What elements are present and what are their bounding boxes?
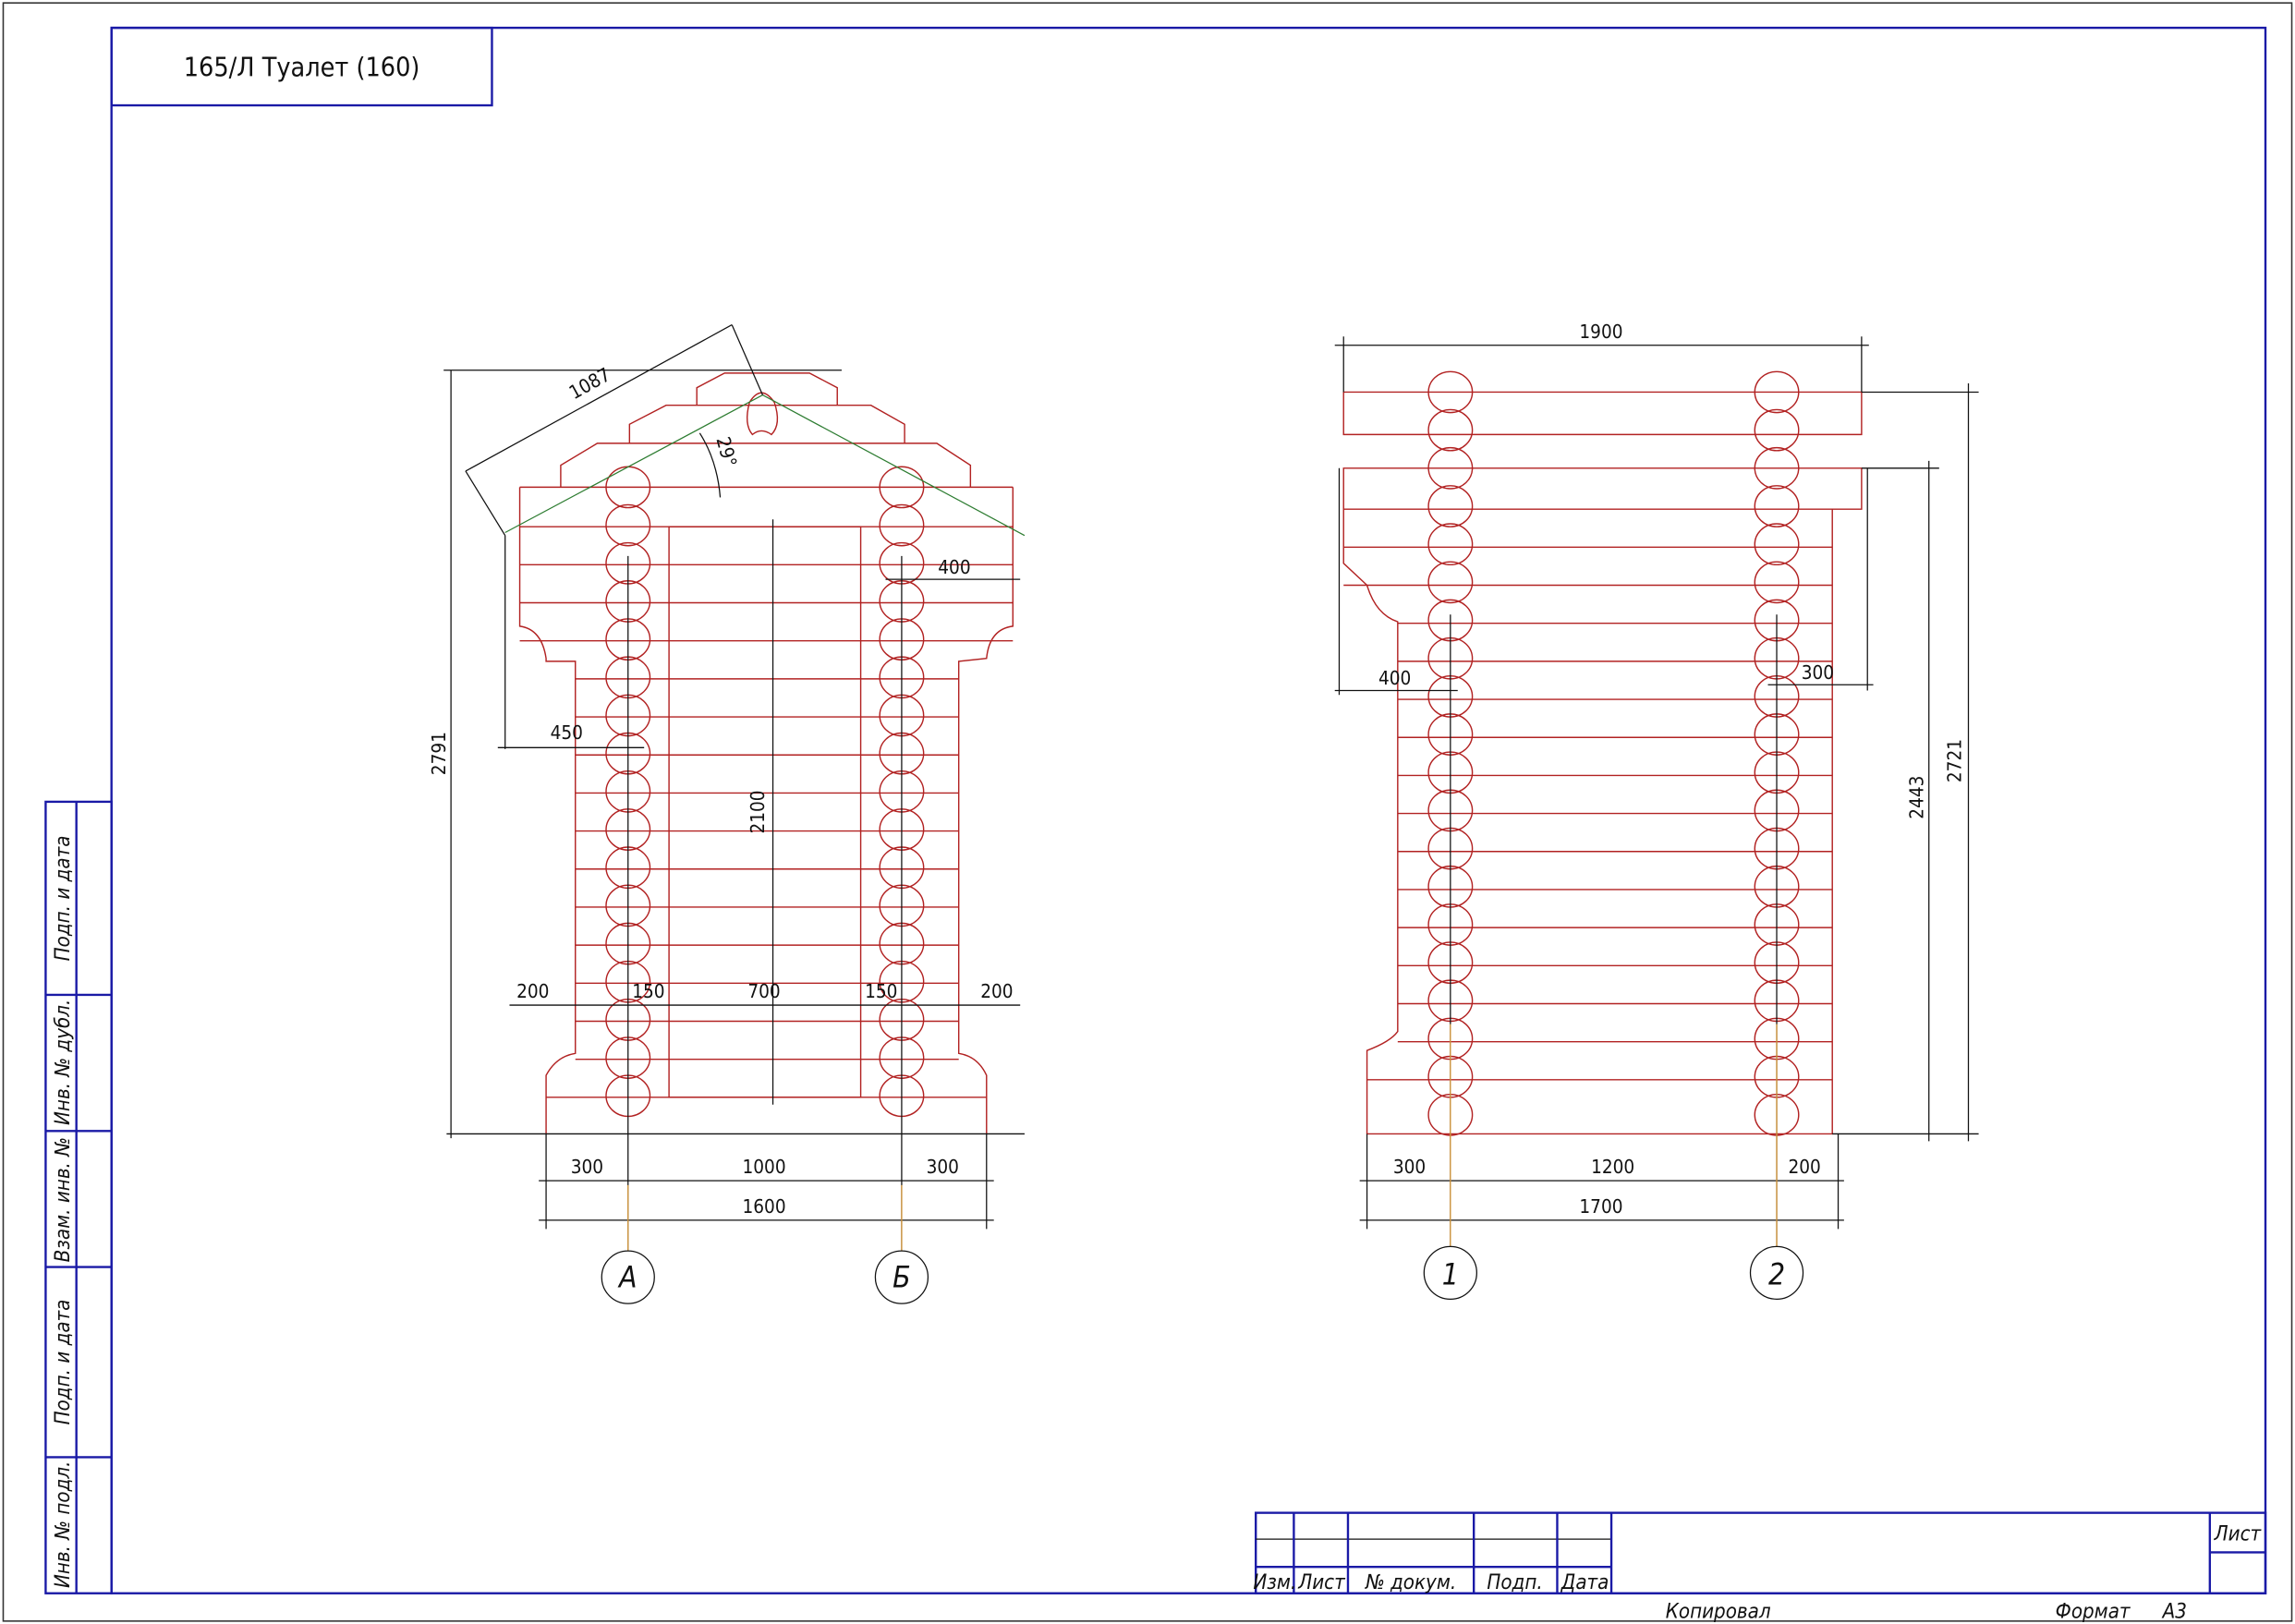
header-izm: Изм. — [1253, 1570, 1296, 1594]
dim-r200: 200 — [1788, 1156, 1820, 1178]
dim-1900: 1900 — [1579, 321, 1622, 343]
log-end — [879, 466, 925, 509]
dim-1087: 1087 — [565, 363, 614, 404]
header-doc: № докум. — [1365, 1570, 1456, 1594]
copied-label: Копировал — [1666, 1600, 1771, 1624]
log-end — [879, 503, 925, 547]
dim-200b: 200 — [980, 980, 1013, 1002]
title-block: Изм. Лист № докум. Подп. Дата Лист Копир… — [1253, 1511, 2267, 1624]
dim-300b: 300 — [927, 1156, 959, 1178]
log-end — [1754, 523, 1800, 566]
stamp-label: Подп. и дата — [51, 836, 75, 962]
dim-450: 450 — [551, 721, 583, 744]
stamp-label: Взам. инв. № — [51, 1137, 75, 1262]
log-end — [1427, 485, 1474, 527]
header-date: Дата — [1560, 1570, 1609, 1594]
dim-1600: 1600 — [742, 1195, 785, 1218]
drawing-title: 165/Л Туалет (160) — [184, 52, 420, 82]
axis-marker-2 — [1749, 1245, 1804, 1301]
log-end — [1754, 408, 1800, 452]
dim-700: 700 — [747, 980, 780, 1002]
axis-label-b: Б — [892, 1262, 911, 1295]
axis-label-2: 2 — [1768, 1259, 1785, 1292]
axis-marker-1 — [1423, 1245, 1477, 1301]
stamp-label: Подп. и дата — [51, 1300, 75, 1425]
format-value: A3 — [2161, 1600, 2187, 1624]
sheet-label: Лист — [2214, 1522, 2263, 1546]
dim-2721: 2721 — [1944, 739, 1966, 782]
dim-150b: 150 — [865, 980, 897, 1002]
axis-label-1: 1 — [1442, 1259, 1459, 1292]
dim-400: 400 — [938, 556, 970, 578]
roof-slope-line — [504, 394, 1026, 537]
axis-marker-b — [874, 1250, 929, 1304]
dim-150a: 150 — [632, 980, 664, 1002]
dim-200a: 200 — [516, 980, 549, 1002]
header-sign: Подп. — [1487, 1570, 1542, 1594]
log-end — [1427, 408, 1474, 452]
ridge-log — [746, 392, 779, 436]
stamp-label: Инв. № подл. — [51, 1461, 75, 1589]
right-elevation: 1900 400 300 2443 2721 300 1200 200 1700… — [1334, 321, 1979, 1301]
format-label: Формат — [2056, 1600, 2131, 1624]
door-opening — [668, 526, 862, 1098]
header-list: Лист — [1297, 1570, 1346, 1594]
side-stamps: Подп. и дата Инв. № дубл. Взам. инв. № П… — [44, 800, 113, 1594]
dim-r300: 300 — [1802, 661, 1834, 684]
dim-r400: 400 — [1378, 667, 1411, 689]
inner-frame — [110, 26, 2267, 1594]
left-elevation: 2791 1087 29° 450 400 2100 200 150 700 1… — [428, 324, 1026, 1304]
dim-1000: 1000 — [742, 1156, 785, 1178]
title-box — [110, 26, 493, 107]
dim-1200: 1200 — [1591, 1156, 1634, 1178]
log-end — [605, 503, 651, 547]
dim-1700: 1700 — [1579, 1195, 1622, 1218]
dim-2791: 2791 — [428, 732, 450, 775]
axis-marker-a — [601, 1250, 655, 1304]
dim-angle: 29° — [711, 434, 741, 469]
dim-r300b: 300 — [1393, 1156, 1426, 1178]
axis-label-a: А — [617, 1262, 637, 1295]
log-end — [1427, 561, 1474, 604]
dim-300a: 300 — [571, 1156, 603, 1178]
dim-2443: 2443 — [1905, 776, 1927, 819]
log-end — [1427, 523, 1474, 566]
dim-2100: 2100 — [747, 790, 769, 833]
log-end — [1754, 561, 1800, 604]
right-outline — [1342, 391, 1863, 1135]
stamp-label: Инв. № дубл. — [51, 1000, 75, 1125]
gable — [560, 372, 972, 488]
log-end — [1754, 485, 1800, 527]
left-outline — [518, 487, 1014, 1134]
